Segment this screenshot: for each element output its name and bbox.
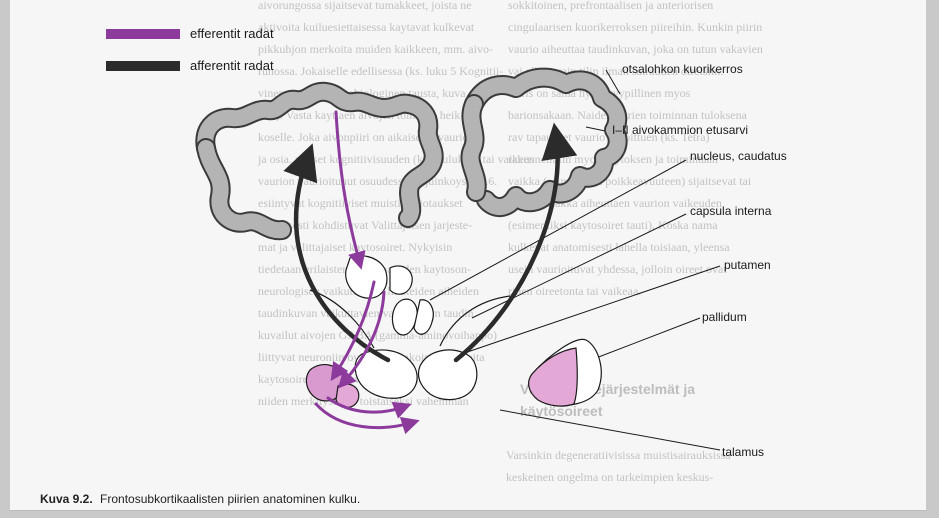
midline-right xyxy=(414,300,433,334)
label-ventricle: I–II aivokammion etusarvi xyxy=(612,123,748,137)
efferent-arrow-cortex-to-caudate xyxy=(336,112,360,264)
caudate-left xyxy=(346,256,387,299)
caudate-left-inner xyxy=(390,266,412,294)
legend-efferent: efferentit radat xyxy=(106,26,274,41)
leader-thalamus xyxy=(500,410,720,450)
midline-left xyxy=(392,299,417,335)
label-putamen: putamen xyxy=(724,258,771,272)
brain-diagram xyxy=(10,0,926,510)
legend-swatch-efferent xyxy=(106,29,180,39)
figure-caption: Kuva 9.2. Frontosubkortikaalisten piirie… xyxy=(40,492,360,506)
legend-afferent: afferentit radat xyxy=(106,58,274,73)
leader-capsule xyxy=(472,214,686,318)
label-cortex: otsalohkon kuorikerros xyxy=(622,62,743,76)
label-pallidum: pallidum xyxy=(702,310,747,324)
caption-text: Frontosubkortikaalisten piirien anatomin… xyxy=(100,492,360,506)
thalamus-right xyxy=(418,350,476,400)
pallidum-right xyxy=(529,348,578,406)
leader-pallidum xyxy=(596,318,700,358)
cortex-left-gyri-fill xyxy=(205,92,433,218)
cortex-right-inner-fill xyxy=(470,104,476,192)
label-caudate: nucleus, caudatus xyxy=(690,149,787,163)
cortex-right-gyri-fill xyxy=(474,78,618,207)
label-capsule: capsula interna xyxy=(690,204,771,218)
legend-label-efferent: efferentit radat xyxy=(190,26,274,41)
figure-page: aivorungossa sijaitsevat tumakkeet, jois… xyxy=(10,0,926,511)
caption-number: Kuva 9.2. xyxy=(40,492,93,506)
legend-swatch-afferent xyxy=(106,61,180,71)
label-thalamus: talamus xyxy=(722,445,764,459)
legend-label-afferent: afferentit radat xyxy=(190,58,274,73)
